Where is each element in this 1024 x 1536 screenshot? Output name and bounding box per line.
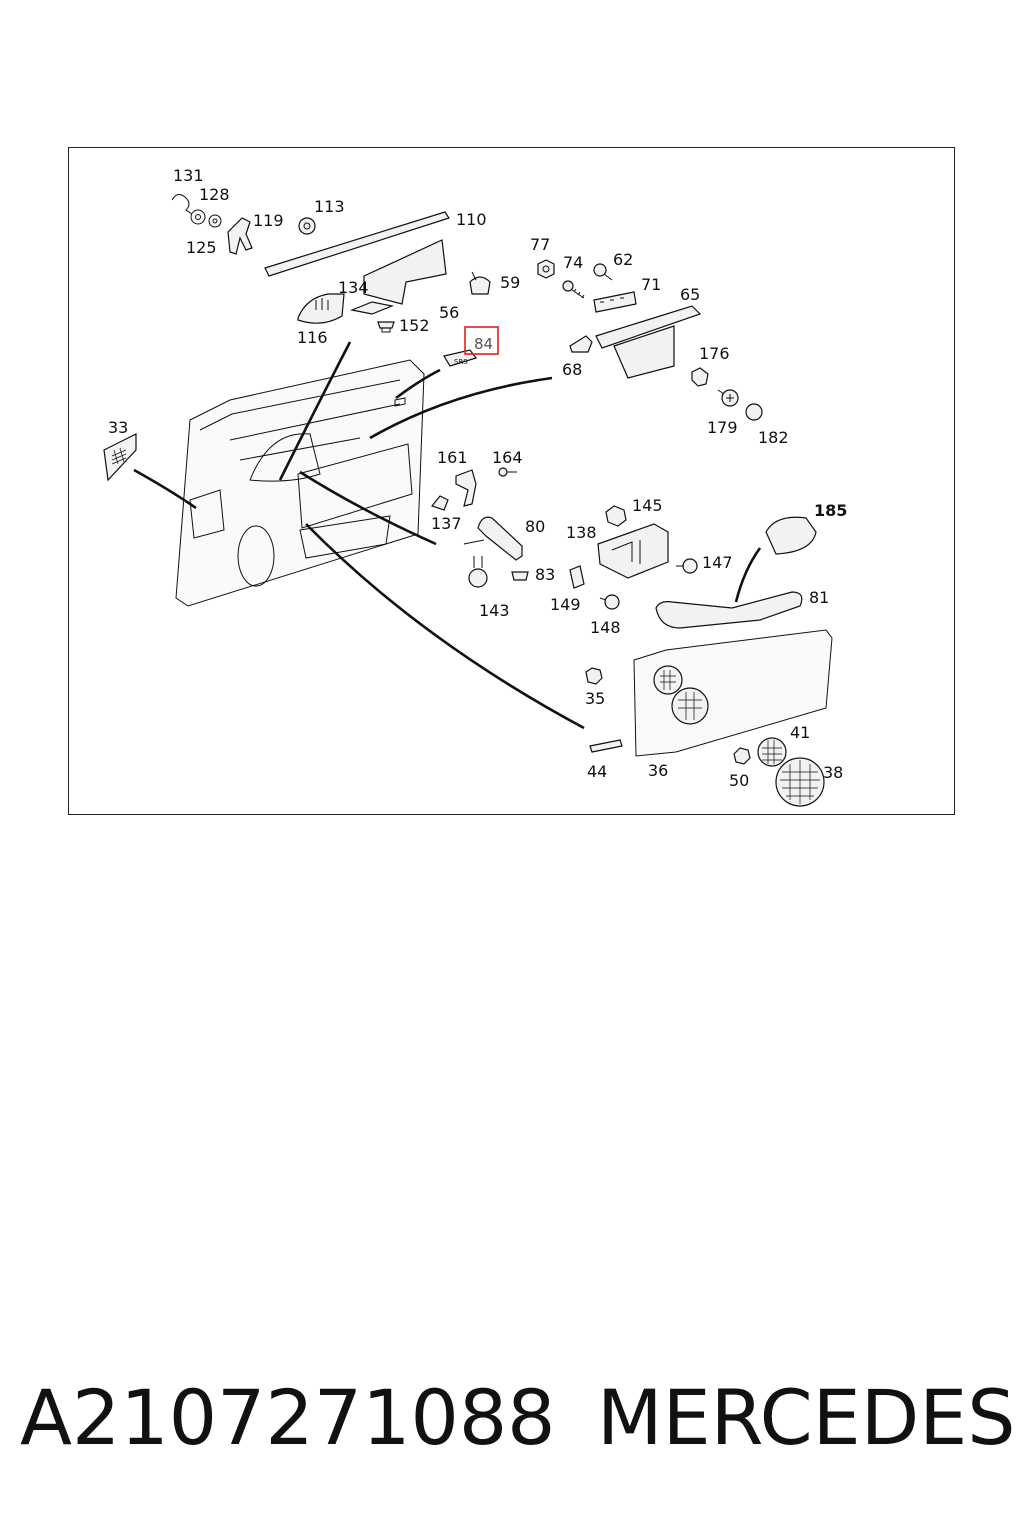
callout-147: 147 <box>702 553 733 572</box>
callout-41: 41 <box>790 723 810 742</box>
callout-182: 182 <box>758 428 789 447</box>
callout-148: 148 <box>590 618 621 637</box>
callout-138: 138 <box>566 523 597 542</box>
part-33-grille <box>103 433 137 482</box>
callout-164: 164 <box>492 448 523 467</box>
part-134-clip <box>349 301 395 315</box>
callout-81: 81 <box>809 588 829 607</box>
part-185-cover <box>765 516 817 555</box>
part-182-cap <box>745 403 763 421</box>
part-137-clip <box>430 495 449 511</box>
callout-143: 143 <box>479 601 510 620</box>
part-81-armrest-trim <box>655 591 803 629</box>
part-179-screw <box>717 389 739 407</box>
part-83-nut <box>511 571 529 581</box>
callout-38: 38 <box>823 763 843 782</box>
callout-71: 71 <box>641 275 661 294</box>
part-41-speaker-grille <box>757 737 787 767</box>
callout-161: 161 <box>437 448 468 467</box>
part-59-screw <box>469 271 491 295</box>
part-119-bracket <box>227 217 253 255</box>
brand-name: MERCEDES <box>597 1373 1016 1462</box>
part-44-strip <box>589 739 623 753</box>
callout-77: 77 <box>530 235 550 254</box>
part-35-nut <box>585 667 603 685</box>
part-152-plug <box>377 321 395 333</box>
callout-44: 44 <box>587 762 607 781</box>
callout-50: 50 <box>729 771 749 790</box>
callout-35: 35 <box>585 689 605 708</box>
part-143-bolt <box>468 556 488 588</box>
callout-59: 59 <box>500 273 520 292</box>
part-161-bracket <box>455 469 477 507</box>
callout-110: 110 <box>456 210 487 229</box>
part-125-washer <box>208 214 222 228</box>
callout-36: 36 <box>648 761 668 780</box>
srs-label: SRS <box>454 358 468 366</box>
callout-185: 185 <box>814 501 847 520</box>
part-164-rivet <box>498 467 517 477</box>
part-38-speaker-grille <box>775 757 825 807</box>
callout-68: 68 <box>562 360 582 379</box>
callout-84: 84 <box>474 335 493 353</box>
part-80-handle <box>463 516 523 561</box>
callout-80: 80 <box>525 517 545 536</box>
callout-83: 83 <box>535 565 555 584</box>
callout-56: 56 <box>439 303 459 322</box>
callout-125: 125 <box>186 238 217 257</box>
part-148-screw <box>599 594 620 610</box>
part-65-armrest <box>595 305 702 379</box>
part-56-srs-badge: SRS <box>443 349 477 367</box>
part-68-clip <box>569 335 593 353</box>
callout-84-highlight: 84 <box>464 326 499 355</box>
part-number: A2107271088 <box>20 1373 556 1462</box>
door-panel-assembly <box>175 359 425 607</box>
callout-labels: 131 128 125 119 113 110 134 116 152 56 8… <box>108 166 847 790</box>
callout-74: 74 <box>563 253 583 272</box>
part-176-nut <box>691 367 709 387</box>
callout-145: 145 <box>632 496 663 515</box>
callout-62: 62 <box>613 250 633 269</box>
callout-65: 65 <box>680 285 700 304</box>
callout-137: 137 <box>431 514 462 533</box>
part-128-washer <box>190 209 206 225</box>
callout-113: 113 <box>314 197 345 216</box>
assembly-arrows <box>133 341 762 730</box>
part-149-bracket <box>569 565 585 589</box>
callout-176: 176 <box>699 344 730 363</box>
part-145-nut <box>605 505 627 527</box>
part-71-bracket <box>593 291 637 313</box>
callout-149: 149 <box>550 595 581 614</box>
part-138-bracket <box>597 523 669 579</box>
part-116-plate <box>297 293 345 324</box>
part-50-nut <box>733 747 751 765</box>
part-147-screw <box>676 558 698 574</box>
callout-116: 116 <box>297 328 328 347</box>
callout-134: 134 <box>338 278 369 297</box>
part-62-screw <box>593 263 613 281</box>
callout-179: 179 <box>707 418 738 437</box>
callout-131: 131 <box>173 166 204 185</box>
callout-128: 128 <box>199 185 230 204</box>
callout-152: 152 <box>399 316 430 335</box>
part-74-screw <box>562 280 585 299</box>
part-113-nut <box>298 217 316 235</box>
callout-33: 33 <box>108 418 128 437</box>
part-110-window-strip <box>264 211 450 305</box>
callout-119: 119 <box>253 211 284 230</box>
part-36-lower-panel <box>633 629 833 757</box>
part-131-clip <box>171 194 193 215</box>
part-77-nut <box>537 259 555 279</box>
